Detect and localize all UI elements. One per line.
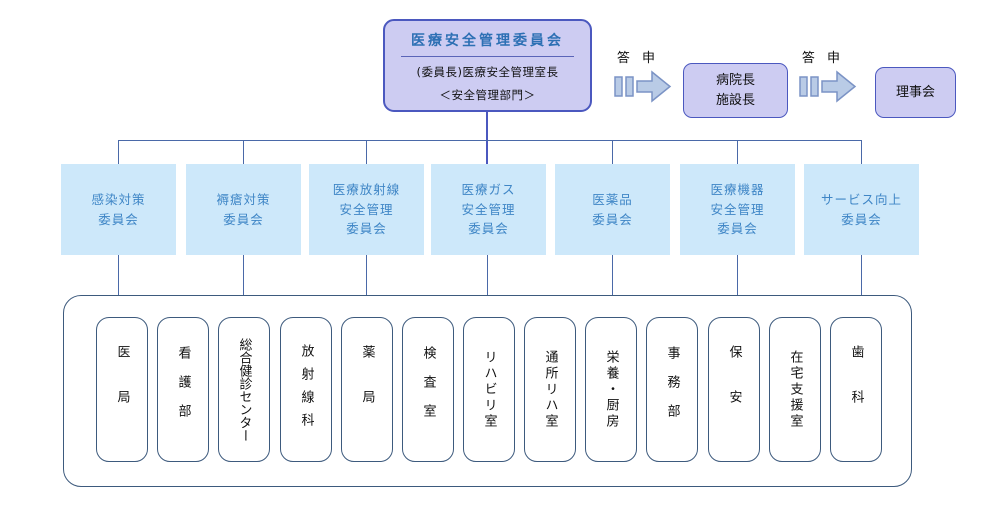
dept-laboratory: 検査室: [402, 317, 454, 462]
committee-chair-line: (委員長)医療安全管理室長: [416, 65, 559, 79]
dept-rehabilitation-room: リハビリ室: [463, 317, 515, 462]
connector-committee-drop: [612, 255, 613, 295]
dept-label: 事務部: [664, 346, 680, 433]
committee-infection-control: 感染対策 委員会: [61, 164, 176, 255]
striped-right-arrow-icon: [614, 70, 672, 103]
connector-drop: [243, 141, 244, 164]
dept-general-checkup-center: 総合健診センター: [218, 317, 270, 462]
connector-committee-drop: [243, 255, 244, 295]
connector-stem: [486, 111, 488, 165]
connector-drop: [737, 141, 738, 164]
dept-label: 看護部: [175, 346, 191, 433]
dept-medical-office: 医局: [96, 317, 148, 462]
dept-dental: 歯科: [830, 317, 882, 462]
medical-safety-committee-title: 医療安全管理委員会: [411, 33, 564, 49]
toshin-report-label-2: 答 申: [801, 51, 845, 66]
connector-drop: [366, 141, 367, 164]
board-of-directors-box: 理事会: [875, 67, 956, 118]
dept-label: 通所リハ室: [542, 349, 558, 430]
striped-right-arrow-icon: [799, 70, 857, 103]
committee-radiation-safety: 医療放射線 安全管理 委員会: [309, 164, 424, 255]
dept-label: 保安: [726, 344, 742, 435]
safety-management-dept-line: ＜安全管理部門＞: [439, 88, 536, 102]
dept-security: 保安: [708, 317, 760, 462]
committee-medical-gas-safety: 医療ガス 安全管理 委員会: [431, 164, 546, 255]
dept-outpatient-rehab-room: 通所リハ室: [524, 317, 576, 462]
medical-safety-committee-box: 医療安全管理委員会 (委員長)医療安全管理室長 ＜安全管理部門＞: [383, 19, 592, 112]
dept-nursing: 看護部: [157, 317, 209, 462]
committee-service-improvement: サービス向上 委員会: [804, 164, 919, 255]
dept-label: 薬局: [359, 344, 375, 435]
connector-committee-drop: [737, 255, 738, 295]
connector-committee-drop: [366, 255, 367, 295]
dept-label: 栄養・厨房: [603, 349, 619, 430]
dept-label: 検査室: [420, 346, 436, 433]
dept-home-support-room: 在宅支援室: [769, 317, 821, 462]
dept-label: リハビリ室: [481, 349, 497, 430]
dept-label: 在宅支援室: [787, 349, 803, 430]
connector-drop: [118, 141, 119, 164]
dept-label: 医局: [114, 344, 130, 435]
committee-pressure-ulcer: 褥瘡対策 委員会: [186, 164, 301, 255]
connector-horizontal-bar: [118, 140, 862, 141]
dept-pharmacy: 薬局: [341, 317, 393, 462]
dept-label: 歯科: [848, 344, 864, 435]
committee-pharmaceuticals: 医薬品 委員会: [555, 164, 670, 255]
title-divider: [401, 56, 574, 57]
connector-drop: [612, 141, 613, 164]
dept-label: 放射線科: [298, 343, 314, 436]
connector-committee-drop: [861, 255, 862, 295]
committee-medical-device-safety: 医療機器 安全管理 委員会: [680, 164, 795, 255]
dept-administration: 事務部: [646, 317, 698, 462]
dept-nutrition-kitchen: 栄養・厨房: [585, 317, 637, 462]
dept-label: 総合健診センター: [236, 337, 252, 442]
connector-committee-drop: [487, 255, 488, 295]
connector-committee-drop: [118, 255, 119, 295]
dept-radiology: 放射線科: [280, 317, 332, 462]
connector-drop: [861, 141, 862, 164]
hospital-director-box: 病院長 施設長: [683, 63, 788, 118]
toshin-report-label-1: 答 申: [616, 51, 660, 66]
